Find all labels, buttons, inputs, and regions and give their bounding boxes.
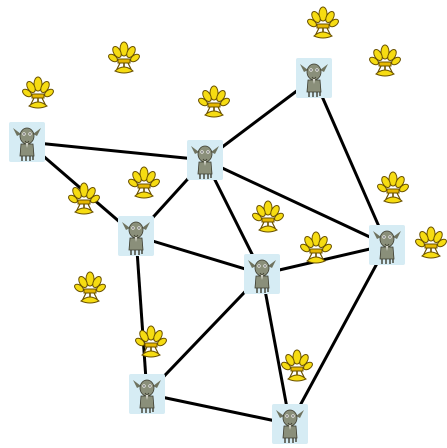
wheat-layer xyxy=(20,6,447,382)
wheat-icon[interactable] xyxy=(305,6,341,39)
edges-layer xyxy=(26,76,389,426)
wheat-icon[interactable] xyxy=(279,349,315,382)
goat-icon[interactable] xyxy=(8,121,46,163)
goat-icon[interactable] xyxy=(186,139,224,181)
goat-icon[interactable] xyxy=(243,253,281,295)
graph-edge[interactable] xyxy=(26,140,206,162)
graph-edge[interactable] xyxy=(288,244,389,425)
goat-icon[interactable] xyxy=(271,403,309,445)
wheat-icon[interactable] xyxy=(72,271,108,304)
graph-edge[interactable] xyxy=(204,158,388,247)
graph-edge[interactable] xyxy=(260,273,292,425)
goat-icon[interactable] xyxy=(368,224,406,266)
wheat-icon[interactable] xyxy=(126,166,162,199)
wheat-icon[interactable] xyxy=(106,41,142,74)
graph-edge[interactable] xyxy=(204,76,315,162)
wheat-icon[interactable] xyxy=(196,85,232,118)
wheat-icon[interactable] xyxy=(375,171,411,204)
wheat-icon[interactable] xyxy=(66,182,102,215)
graph-edge[interactable] xyxy=(146,392,291,426)
goat-icon[interactable] xyxy=(117,215,155,257)
wheat-icon[interactable] xyxy=(133,325,169,358)
wheat-icon[interactable] xyxy=(413,226,447,259)
graph-edge[interactable] xyxy=(261,243,388,276)
graph-edge[interactable] xyxy=(312,77,389,246)
graph-edge[interactable] xyxy=(134,235,149,395)
goat-icon[interactable] xyxy=(295,57,333,99)
graph-edge[interactable] xyxy=(135,234,263,276)
graph-edge[interactable] xyxy=(145,272,264,396)
goat-icon[interactable] xyxy=(128,373,166,415)
wheat-icon[interactable] xyxy=(367,44,403,77)
wheat-icon[interactable] xyxy=(250,200,286,233)
wheat-icon[interactable] xyxy=(20,76,56,109)
